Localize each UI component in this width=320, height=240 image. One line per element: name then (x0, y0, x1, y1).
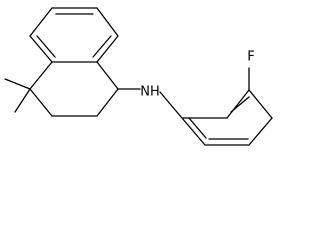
methyl-bond (4, 78, 31, 90)
bond (29, 61, 53, 90)
bond (248, 89, 273, 119)
bond (96, 61, 119, 90)
fluorophenyl-ring (181, 89, 273, 146)
bond (29, 88, 53, 117)
gem-dimethyl-group (4, 78, 31, 113)
double-bond-inner (36, 35, 56, 58)
bond (96, 88, 119, 117)
bond (29, 35, 53, 63)
fluorine-substituent: F (247, 50, 255, 91)
tetralin-benzene-ring (29, 7, 119, 63)
molecule-structure-diagram: NH F (4, 7, 273, 146)
bond (226, 89, 250, 119)
bond (29, 7, 53, 37)
double-bond-inner (188, 117, 207, 139)
bond (181, 117, 206, 146)
nh-label: NH (140, 85, 160, 100)
methyl-bond (14, 88, 31, 113)
bond (96, 35, 119, 63)
bond (159, 91, 183, 119)
bond (96, 7, 119, 37)
double-bond-inner (230, 96, 250, 113)
tetralin-saturated-ring (29, 61, 119, 117)
fluorine-label: F (247, 50, 254, 65)
double-bond-inner (92, 35, 112, 58)
bond (248, 117, 273, 146)
amine-linkage: NH (117, 85, 183, 119)
